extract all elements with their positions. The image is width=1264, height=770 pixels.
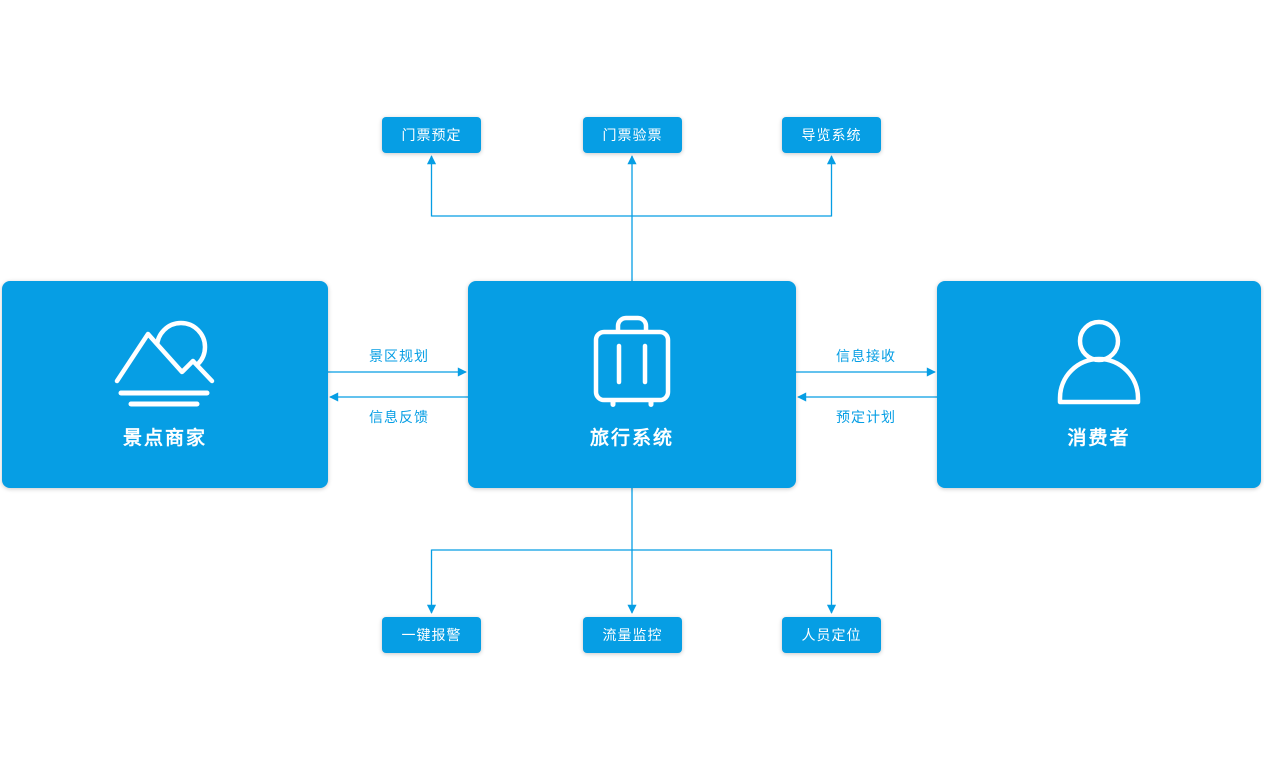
node-traffic-monitor: 流量监控	[583, 617, 682, 653]
edge-label-receive: 信息接收	[836, 348, 896, 364]
node-label: 门票验票	[602, 127, 663, 143]
node-consumer: 消费者	[937, 281, 1261, 488]
node-label: 一键报警	[401, 627, 462, 643]
edge-label-booking: 预定计划	[836, 409, 896, 425]
node-travel-system: 旅行系统	[468, 281, 796, 488]
node-scenic-merchant: 景点商家	[2, 281, 328, 488]
node-label: 旅行系统	[589, 428, 674, 449]
node-guide-system: 导览系统	[782, 117, 881, 153]
node-one-key-alarm: 一键报警	[382, 617, 481, 653]
node-label: 人员定位	[801, 627, 862, 643]
edge-label-planning: 景区规划	[369, 348, 429, 364]
node-label: 流量监控	[602, 627, 663, 643]
edge-label-feedback: 信息反馈	[369, 409, 429, 425]
suitcase-icon	[593, 315, 671, 407]
node-label: 消费者	[1067, 428, 1131, 449]
mountain-scenic-icon	[114, 320, 215, 407]
node-ticket-reservation: 门票预定	[382, 117, 481, 153]
node-label: 导览系统	[801, 127, 862, 143]
person-icon	[1057, 319, 1141, 405]
node-ticket-check: 门票验票	[583, 117, 682, 153]
node-personnel-location: 人员定位	[782, 617, 881, 653]
node-label: 景点商家	[122, 428, 207, 449]
node-label: 门票预定	[401, 127, 462, 143]
